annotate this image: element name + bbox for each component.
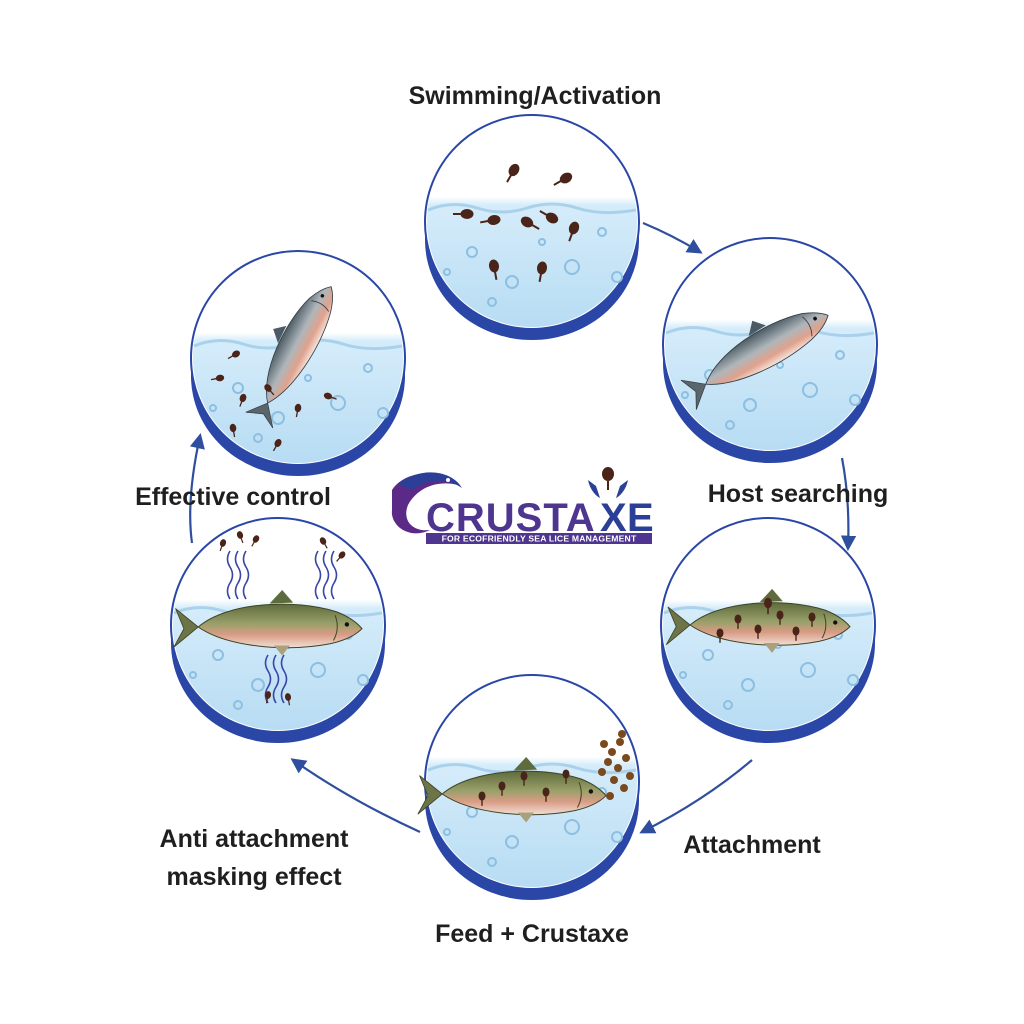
label-feed: Feed + Crustaxe [435,920,629,948]
disc-anti-attachment [169,516,387,745]
disc-effective-control [189,249,407,478]
label-host-searching: Host searching [708,480,889,508]
masking-waves-icon [226,550,338,704]
feed-pellets-icon [598,730,634,800]
logo-tagline: FOR ECOFRIENDLY SEA LICE MANAGEMENT [442,534,637,544]
fish-logo-icon [391,472,462,534]
label-attachment: Attachment [683,831,821,859]
disc-feed [417,673,641,902]
logo-word-right: E [627,496,655,540]
label-swimming: Swimming/Activation [409,82,662,110]
logo-word-x: X [600,496,628,540]
crustaxe-logo: CRUSTA X E FOR ECOFRIENDLY SEA LICE MANA… [391,467,655,544]
logo-tagline-bar [426,533,652,544]
logo-word-left: CRUSTA [426,496,596,540]
label-anti-attachment-2: masking effect [166,863,342,891]
label-anti-attachment-1: Anti attachment [160,825,350,853]
disc-attachment [659,516,877,745]
axe-logo-icon [588,467,628,498]
water-disc-icon [423,113,641,342]
label-effective-control: Effective control [135,483,331,511]
disc-swimming [423,113,641,342]
cycle-arrow-icon [189,221,857,834]
disc-host-searching [661,236,879,465]
